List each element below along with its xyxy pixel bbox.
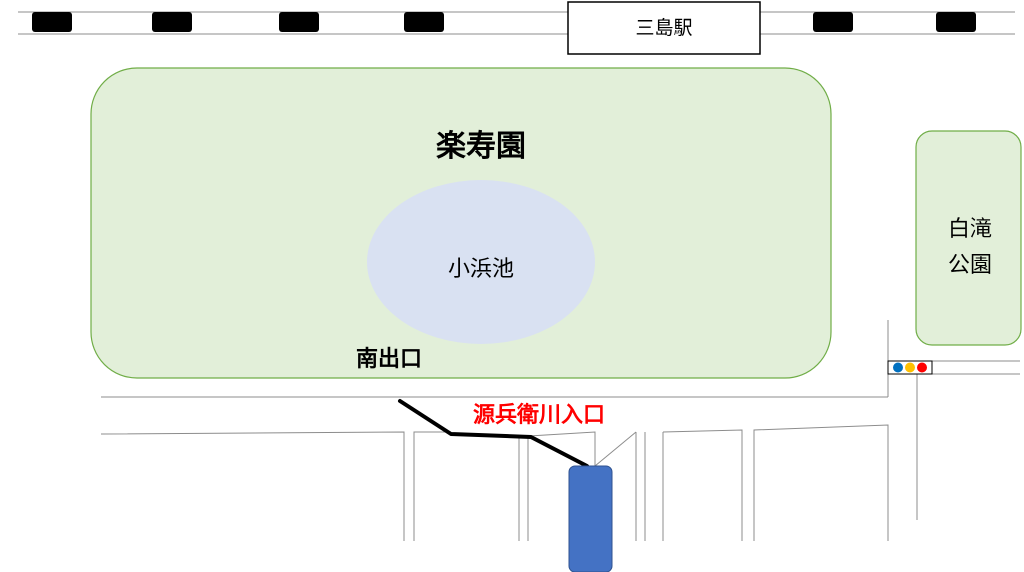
railway-sleeper [813, 12, 853, 32]
rakujuen-label: 楽寿園 [436, 129, 526, 164]
route-line [398, 399, 589, 468]
shirataki-park[interactable]: 白滝 公園 [915, 130, 1022, 346]
railway-sleeper [279, 12, 319, 32]
entrance-label: 源兵衛川入口 [473, 402, 605, 428]
traffic-light-blue [893, 362, 903, 373]
pond-label: 小浜池 [448, 257, 514, 282]
railway-sleeper [404, 12, 444, 32]
traffic-light [887, 360, 933, 375]
rakujuen-park[interactable]: 楽寿園 小浜池 [90, 67, 832, 379]
shirataki-label-line1: 白滝 [948, 217, 992, 242]
traffic-light-yellow [905, 362, 915, 373]
traffic-light-red [917, 362, 927, 373]
shirataki-area [915, 130, 1022, 346]
railway-sleeper [152, 12, 192, 32]
railway-sleeper [32, 12, 72, 32]
shirataki-label-line2: 公園 [948, 253, 992, 278]
railway [18, 11, 1015, 35]
station-label: 三島駅 [635, 17, 692, 39]
station[interactable]: 三島駅 [567, 1, 761, 55]
south-exit-label: 南出口 [356, 347, 422, 372]
river-marker[interactable] [568, 465, 613, 572]
railway-sleeper [936, 12, 976, 32]
kohama-pond [367, 180, 595, 344]
roads [100, 320, 1020, 541]
